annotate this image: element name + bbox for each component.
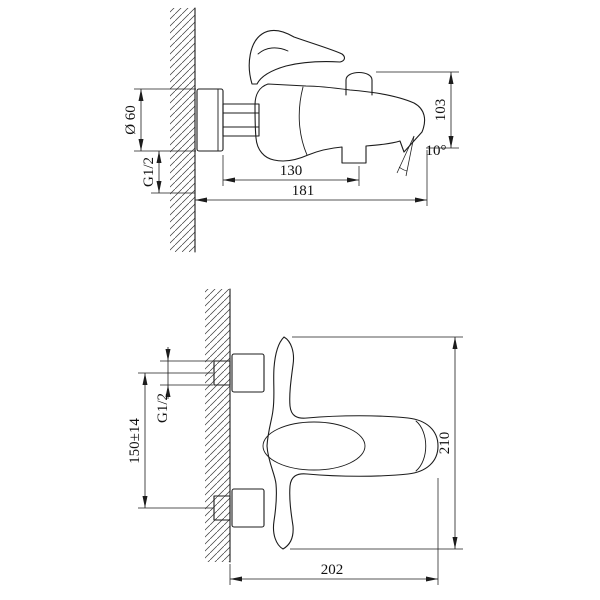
dim-label-inlet-spacing: 150±14 — [127, 418, 143, 464]
faucet-body-outline — [266, 336, 439, 550]
dim-label-thread: G1/2 — [155, 393, 171, 423]
dim-label-total-height: 210 — [437, 432, 453, 455]
dim-label-total-width: 202 — [321, 562, 344, 578]
mounting-boss-top — [231, 353, 265, 393]
diverter-knob — [345, 71, 373, 96]
inlet-pipe-stub-top — [213, 360, 231, 386]
dim-label-spout-angle: 10° — [426, 143, 447, 159]
wall-section-hatch — [170, 8, 195, 252]
handle-top-outline — [262, 421, 366, 471]
wall-section-hatch — [205, 289, 230, 562]
handle-wrist-line — [257, 47, 289, 55]
front-view: G1/2 150±14 210 202 — [127, 288, 463, 585]
escutcheon-flange — [196, 88, 224, 152]
dim-label-thread: G1/2 — [141, 157, 157, 187]
spout-tip-contour — [415, 420, 427, 472]
angle-reference-line — [405, 135, 415, 177]
angle-arc — [398, 166, 408, 172]
dim-label-flange-diameter: Ø 60 — [123, 105, 139, 135]
angle-reference-line — [396, 135, 415, 174]
mounting-boss-bottom — [231, 488, 265, 528]
connection-nut — [222, 103, 260, 137]
dim-label-total-depth: 181 — [292, 183, 315, 199]
inlet-pipe-stub-bottom — [213, 495, 231, 521]
body-contour-line — [298, 86, 308, 156]
faucet-body-and-spout — [254, 83, 426, 164]
lever-handle — [248, 29, 345, 85]
side-view: 10° Ø 60 G1/2 103 130 181 — [123, 7, 459, 253]
dim-label-body-depth: 130 — [280, 163, 303, 179]
dim-label-height: 103 — [433, 99, 449, 122]
